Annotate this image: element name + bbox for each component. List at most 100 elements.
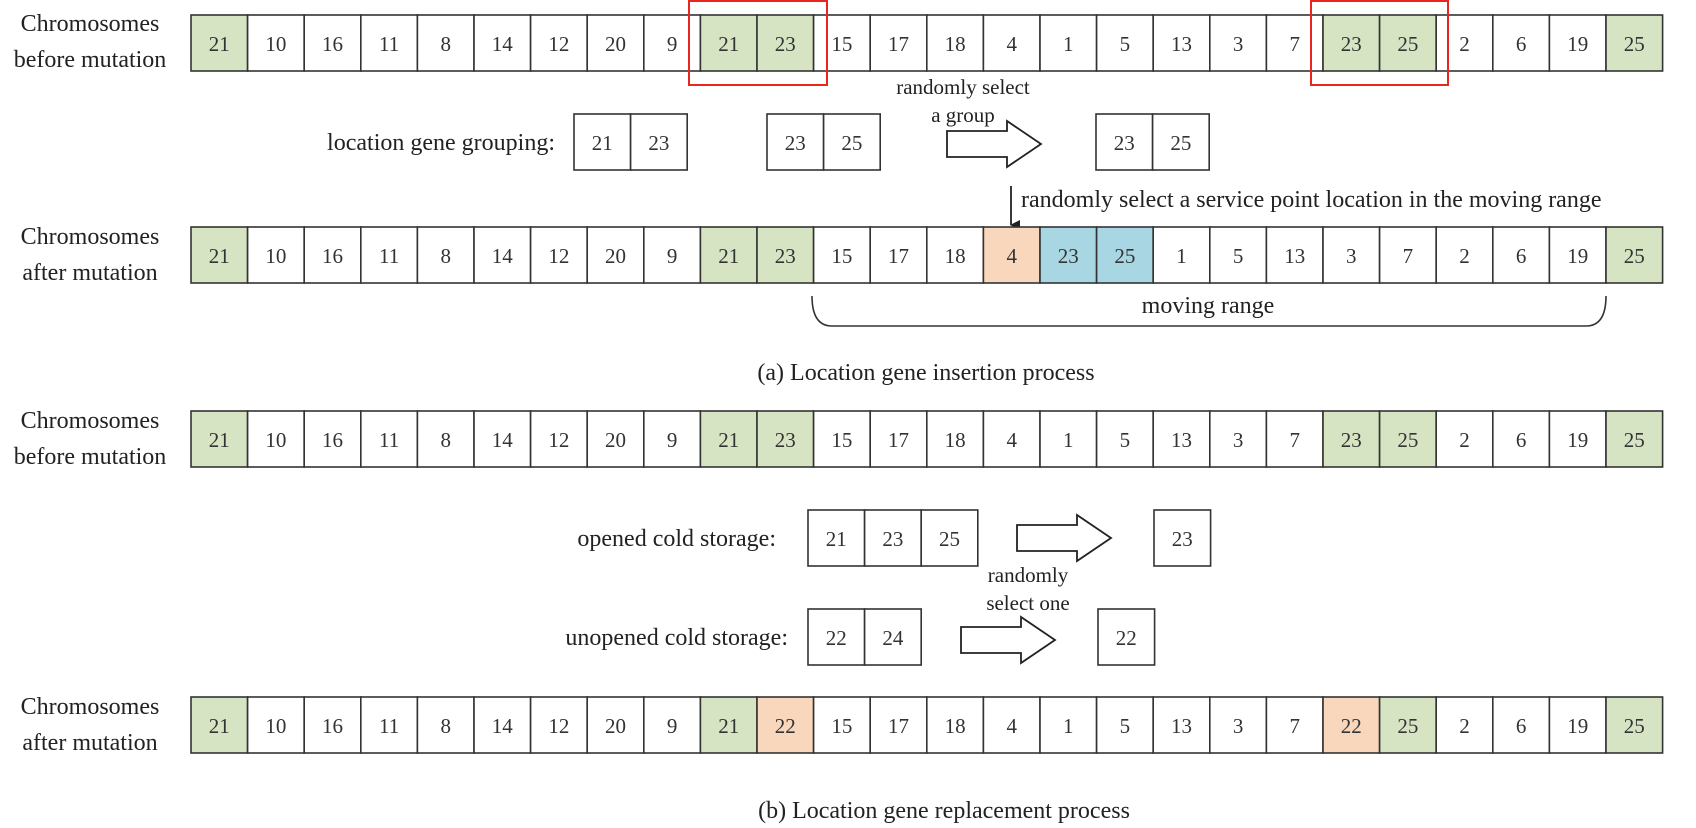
gene-value: 23 xyxy=(648,131,669,155)
gene-value: 22 xyxy=(775,714,796,738)
gene-cell xyxy=(1152,226,1211,284)
gene-value: 21 xyxy=(209,428,230,452)
gene-value: 2 xyxy=(1459,714,1470,738)
gene-cell xyxy=(1039,410,1098,468)
gene-cell xyxy=(807,509,866,567)
gene-value: 7 xyxy=(1289,32,1300,56)
gene-cell xyxy=(822,113,881,171)
gene-cell xyxy=(982,226,1041,284)
gene-cell xyxy=(1435,696,1494,754)
gene-cell xyxy=(1605,226,1664,284)
label-line: before mutation xyxy=(14,47,167,73)
gene-value: 2 xyxy=(1459,244,1470,268)
gene-cell xyxy=(1151,113,1210,171)
gene-value: 20 xyxy=(605,244,626,268)
gene-value: 12 xyxy=(548,428,569,452)
moving-range-label: moving range xyxy=(1142,293,1275,319)
gene-value: 2 xyxy=(1459,32,1470,56)
gene-value: 1 xyxy=(1063,32,1074,56)
gene-cell xyxy=(246,14,306,72)
gene-cell xyxy=(190,226,249,284)
gene-cell xyxy=(982,696,1041,754)
gene-value: 17 xyxy=(888,32,909,56)
gene-value: 10 xyxy=(265,428,286,452)
gene-cell xyxy=(629,113,688,171)
gene-cell xyxy=(473,226,532,284)
highlight-box xyxy=(1310,0,1449,86)
gene-cell xyxy=(586,14,645,72)
right-arrow-icon xyxy=(946,119,1043,169)
gene-cell xyxy=(303,14,362,72)
gene-cell xyxy=(359,696,419,754)
gene-cell xyxy=(1265,226,1324,284)
gene-value: 9 xyxy=(667,244,678,268)
gene-value: 19 xyxy=(1567,32,1588,56)
gene-value: 18 xyxy=(945,428,966,452)
label-line: before mutation xyxy=(14,444,167,470)
gene-value: 11 xyxy=(379,244,399,268)
gene-value: 2 xyxy=(1459,428,1470,452)
gene-value: 6 xyxy=(1516,244,1527,268)
label-line: Chromosomes xyxy=(21,224,160,250)
gene-cell xyxy=(920,509,979,567)
gene-cell xyxy=(1605,14,1664,72)
gene-value: 10 xyxy=(265,244,286,268)
gene-cell xyxy=(699,696,758,754)
gene-value: 16 xyxy=(322,428,343,452)
gene-cell xyxy=(756,410,815,468)
gene-value: 21 xyxy=(718,244,739,268)
gene-value: 18 xyxy=(945,244,966,268)
gene-cell xyxy=(982,410,1041,468)
gene-value: 20 xyxy=(605,428,626,452)
gene-cell xyxy=(586,696,645,754)
gene-value: 22 xyxy=(826,626,847,650)
gene-value: 17 xyxy=(888,428,909,452)
gene-cell xyxy=(1265,410,1324,468)
gene-value: 19 xyxy=(1567,714,1588,738)
gene-value: 14 xyxy=(492,32,514,56)
gene-value: 25 xyxy=(939,527,960,551)
gene-value: 5 xyxy=(1120,714,1131,738)
right-arrow-icon xyxy=(960,615,1057,665)
gene-cell xyxy=(812,696,871,754)
gene-cell xyxy=(586,226,645,284)
gene-cell xyxy=(1209,226,1268,284)
gene-value: 7 xyxy=(1403,244,1414,268)
gene-value: 7 xyxy=(1289,714,1300,738)
grouping-label: location gene grouping: xyxy=(327,130,555,156)
gene-value: 13 xyxy=(1171,32,1192,56)
gene-cell xyxy=(1378,696,1437,754)
gene-cell xyxy=(1605,696,1664,754)
unopened-storage-label: unopened cold storage: xyxy=(565,625,788,651)
gene-value: 25 xyxy=(1624,32,1645,56)
gene-value: 15 xyxy=(831,244,852,268)
gene-value: 10 xyxy=(265,714,286,738)
gene-value: 21 xyxy=(209,32,230,56)
gene-cell xyxy=(1095,14,1154,72)
gene-cell xyxy=(1435,14,1494,72)
gene-value: 9 xyxy=(667,714,678,738)
gene-cell xyxy=(642,226,702,284)
gene-cell xyxy=(529,410,588,468)
gene-cell xyxy=(190,696,249,754)
gene-cell xyxy=(303,410,362,468)
gene-cell xyxy=(1548,14,1607,72)
gene-value: 9 xyxy=(667,32,678,56)
gene-value: 25 xyxy=(1397,714,1418,738)
gene-cell xyxy=(756,696,815,754)
gene-cell xyxy=(863,509,922,567)
gene-cell xyxy=(246,226,306,284)
opened-selected-gene: 23 xyxy=(1153,509,1212,567)
gene-cell xyxy=(416,696,475,754)
gene-cell xyxy=(1209,696,1268,754)
gene-value: 15 xyxy=(831,714,852,738)
gene-cell xyxy=(1095,226,1154,284)
gene-cell xyxy=(529,226,588,284)
gene-value: 14 xyxy=(492,428,514,452)
gene-value: 8 xyxy=(440,32,451,56)
